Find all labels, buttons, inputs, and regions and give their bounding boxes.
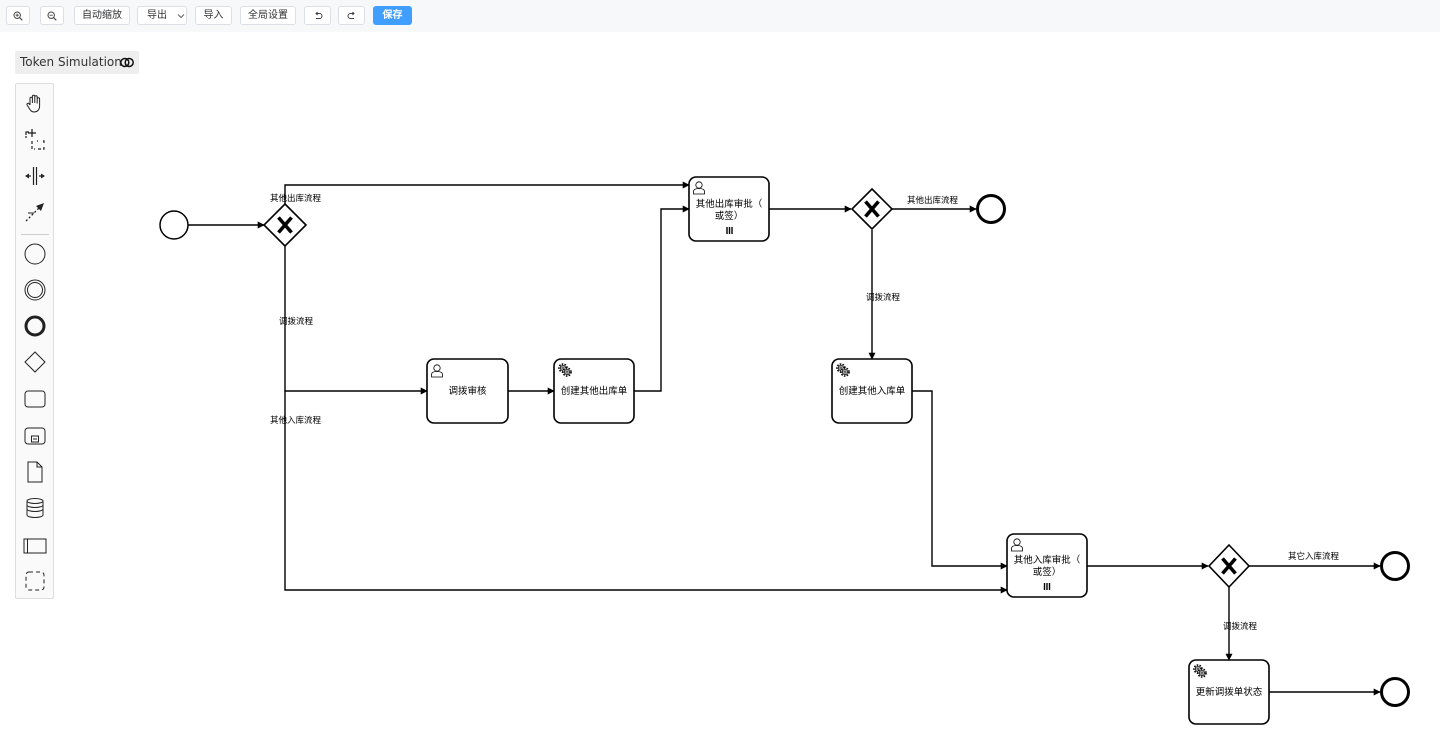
task-label: 调拨审核	[448, 385, 487, 397]
flow-label: 其它入库流程	[1288, 551, 1340, 562]
global-settings-button[interactable]: 全局设置	[240, 6, 296, 25]
flow-create-out-to-approve[interactable]	[634, 205, 690, 392]
chevron-down-icon	[177, 13, 185, 18]
task-label: 更新调拨单状态	[1196, 686, 1263, 698]
start-event[interactable]	[159, 210, 189, 240]
exclusive-gateway[interactable]	[850, 187, 894, 231]
end-event[interactable]	[1380, 551, 1410, 581]
redo-icon	[347, 11, 355, 19]
gateway-icon[interactable]	[23, 350, 47, 374]
task-label: 或签）	[715, 210, 744, 222]
flow-create-in-to-approve[interactable]	[912, 390, 1008, 570]
service-task-update-transfer-status[interactable]: 更新调拨单状态	[1188, 659, 1270, 725]
start-event-icon[interactable]	[23, 242, 47, 266]
toggle-icon	[120, 57, 134, 68]
toolbar: 自动缩放 导出 导入 全局设置 保存	[0, 0, 1440, 32]
export-dropdown[interactable]: 导出	[137, 6, 187, 25]
exclusive-gateway[interactable]	[262, 202, 308, 248]
user-task-other-in-approve[interactable]: 其他入库审批（ 或签）	[1006, 533, 1088, 598]
undo-icon	[314, 11, 322, 19]
subprocess-icon[interactable]	[23, 424, 47, 448]
parallel-multi-instance-icon	[726, 227, 733, 234]
export-label: 导出	[147, 10, 167, 21]
intermediate-event-icon[interactable]	[23, 278, 47, 302]
task-label: 创建其他入库单	[839, 385, 906, 397]
service-task-create-other-in[interactable]: 创建其他入库单	[831, 358, 913, 424]
task-label: 或签）	[1033, 566, 1062, 578]
task-label: 创建其他出库单	[561, 385, 628, 397]
data-store-icon[interactable]	[23, 496, 47, 520]
flow-label: 调拨流程	[1223, 621, 1258, 632]
save-button[interactable]: 保存	[373, 6, 412, 25]
token-simulation-label: Token Simulation	[20, 55, 122, 69]
flow-label: 其他入库流程	[270, 415, 322, 426]
end-event-icon[interactable]	[23, 314, 47, 338]
task-icon[interactable]	[23, 387, 47, 411]
service-task-create-other-out[interactable]: 创建其他出库单	[553, 358, 635, 424]
group-icon[interactable]	[23, 569, 47, 593]
hand-tool-icon[interactable]	[23, 92, 47, 116]
zoom-out-button[interactable]	[40, 6, 64, 25]
pool-icon[interactable]	[23, 534, 47, 558]
exclusive-gateway[interactable]	[1207, 543, 1251, 589]
task-label: 其他入库审批（	[1014, 554, 1081, 566]
zoom-in-icon	[13, 10, 23, 21]
token-simulation-toggle[interactable]: Token Simulation	[15, 51, 139, 74]
flow-other-out-branch[interactable]	[284, 181, 690, 204]
flow-label: 调拨流程	[866, 292, 901, 303]
flow-other-in-branch[interactable]	[284, 391, 1008, 594]
zoom-out-icon	[47, 10, 57, 21]
undo-button[interactable]	[304, 6, 331, 25]
lasso-tool-icon[interactable]	[23, 128, 47, 152]
user-task-transfer-review[interactable]: 调拨审核	[426, 358, 509, 424]
task-label: 其他出库审批（	[696, 198, 763, 210]
connect-tool-icon[interactable]	[23, 200, 47, 224]
palette-divider	[21, 234, 49, 235]
data-object-icon[interactable]	[23, 460, 47, 484]
parallel-multi-instance-icon	[1043, 583, 1051, 590]
tool-palette	[15, 83, 54, 599]
end-event[interactable]	[976, 194, 1006, 224]
flow-label: 其他出库流程	[907, 195, 959, 206]
end-event[interactable]	[1380, 677, 1410, 707]
user-task-other-out-approve[interactable]: 其他出库审批（ 或签）	[688, 176, 770, 242]
flow-label: 调拨流程	[279, 316, 314, 327]
space-tool-icon[interactable]	[23, 164, 47, 188]
redo-button[interactable]	[338, 6, 365, 25]
auto-fit-button[interactable]: 自动缩放	[74, 6, 130, 25]
flow-label: 其他出库流程	[270, 193, 322, 204]
import-button[interactable]: 导入	[195, 6, 232, 25]
zoom-in-button[interactable]	[6, 6, 30, 25]
